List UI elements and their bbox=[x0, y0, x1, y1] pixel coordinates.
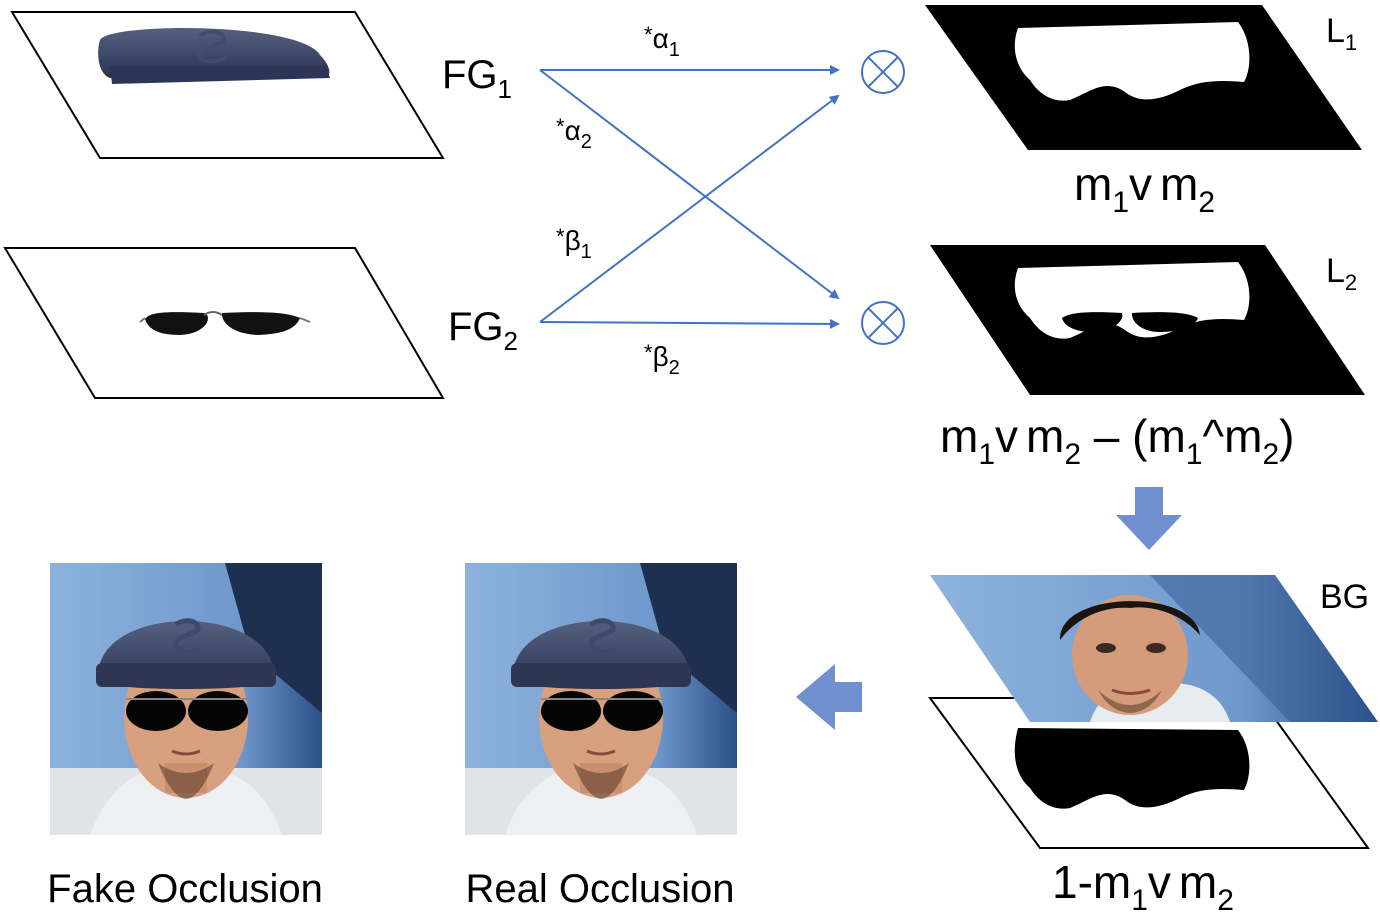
arrow-fg1-to-l2 bbox=[539, 69, 840, 300]
fake-occlusion-image bbox=[50, 563, 322, 835]
arrow-fg2-to-l1 bbox=[539, 94, 840, 323]
real-occlusion-image bbox=[465, 563, 737, 835]
l1-label: L1 bbox=[1326, 12, 1357, 55]
bg-label: BG bbox=[1320, 578, 1369, 616]
real-occlusion-label: Real Occlusion bbox=[465, 867, 734, 911]
multiply-operator-top bbox=[861, 50, 905, 94]
inverse-mask-plane bbox=[928, 697, 1370, 849]
fg2-label: FG2 bbox=[448, 305, 518, 356]
beta1-label: *β1 bbox=[556, 224, 592, 263]
sunglasses-image bbox=[139, 311, 311, 335]
arrow-fg2-to-l2 bbox=[539, 318, 840, 329]
fake-occlusion-label: Fake Occlusion bbox=[47, 867, 323, 911]
mask-l2 bbox=[930, 245, 1365, 395]
fg1-label: FG1 bbox=[442, 53, 512, 104]
alpha2-label: *α2 bbox=[556, 114, 592, 153]
left-block-arrow bbox=[796, 664, 862, 730]
plane-fg2 bbox=[3, 247, 445, 399]
beta2-label: *β2 bbox=[644, 340, 680, 379]
multiply-operator-bottom bbox=[861, 301, 905, 345]
mask-l1 bbox=[925, 5, 1362, 150]
l2-label: L2 bbox=[1326, 252, 1357, 295]
cap-image bbox=[98, 27, 330, 84]
plane-fg1 bbox=[10, 11, 445, 159]
weight-arrows bbox=[539, 65, 840, 329]
alpha1-label: *α1 bbox=[644, 22, 680, 61]
down-block-arrow bbox=[1116, 487, 1182, 550]
